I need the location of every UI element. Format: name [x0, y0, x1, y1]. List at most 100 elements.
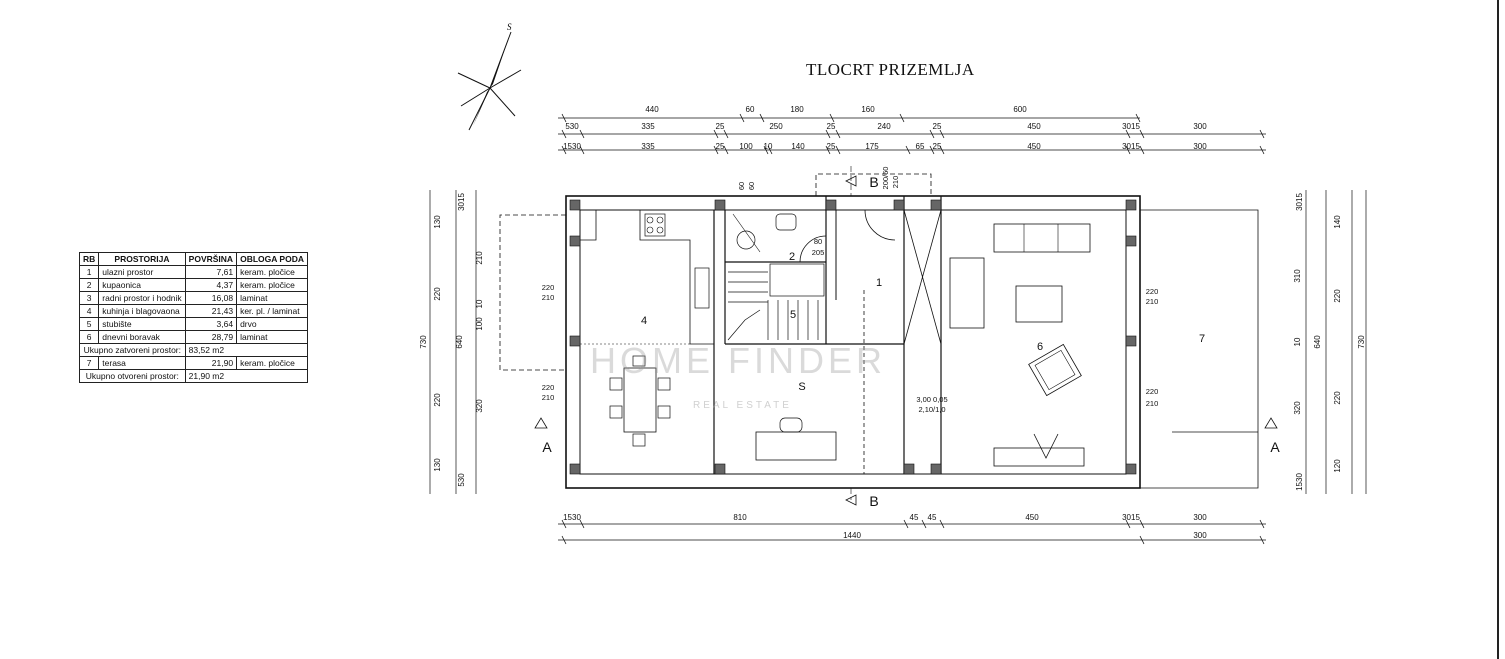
dim-label: 640: [1313, 335, 1322, 349]
dim-label: 530: [457, 473, 466, 487]
section-label-a-right: A: [1270, 439, 1280, 455]
watermark-sub: REAL ESTATE: [693, 400, 792, 411]
dim-label: 3015: [1295, 193, 1304, 211]
dim-label: 300: [1193, 142, 1207, 151]
compass-icon: S: [457, 22, 522, 131]
dim-label: 45: [910, 513, 919, 522]
opening-label: 210: [542, 393, 555, 402]
dim-label: 335: [641, 142, 655, 151]
watermark: HOME FINDER: [590, 340, 886, 381]
opening-label: 210: [891, 176, 900, 189]
dim-label: 1530: [563, 142, 581, 151]
dim-label: 320: [475, 399, 484, 413]
dim-label: 25: [933, 122, 942, 131]
open-total-row: Ukupno otvoreni prostor: 21,90 m2: [79, 369, 309, 383]
dim-label: 210: [475, 251, 484, 265]
dim-label: 640: [455, 335, 464, 349]
dim-label: 140: [791, 142, 805, 151]
opening-label: 60: [747, 182, 756, 190]
room-number-4: 4: [641, 315, 647, 327]
dim-label: 25: [716, 122, 725, 131]
dim-label: 1440: [843, 531, 861, 540]
section-label-b-bottom: B: [869, 493, 878, 509]
dim-label: 130: [433, 458, 442, 472]
dim-label: 450: [1027, 142, 1041, 151]
dim-label: 3015: [457, 193, 466, 211]
opening-label: 220: [542, 283, 555, 292]
dim-label: 1530: [1295, 473, 1304, 491]
dim-label: 3015: [1122, 122, 1140, 131]
dim-label: 3015: [1122, 513, 1140, 522]
dim-label: 220: [1333, 289, 1342, 303]
room-number-1: 1: [876, 277, 882, 289]
dim-label: 3015: [1122, 142, 1140, 151]
dim-label: 10: [475, 299, 484, 308]
opening-label: 80: [814, 237, 822, 246]
opening-label: 220: [1146, 287, 1159, 296]
dim-label: 25: [827, 142, 836, 151]
dim-label: 180: [790, 105, 804, 114]
drawing-title: TLOCRT PRIZEMLJA: [806, 60, 975, 79]
opening-label: 2,10/1,0: [918, 405, 945, 414]
dim-label: 250: [769, 122, 783, 131]
room-number-5: 5: [790, 309, 796, 321]
dim-label: 220: [1333, 391, 1342, 405]
dim-label: 45: [928, 513, 937, 522]
dim-label: 120: [1333, 459, 1342, 473]
room-number-6: 6: [1037, 341, 1043, 353]
table-row: 7 terasa 21,90 keram. pločice: [78, 356, 308, 370]
page-border: [1497, 0, 1499, 659]
dim-label: 160: [861, 105, 875, 114]
dim-label: 300: [1193, 531, 1207, 540]
opening-label: 220: [542, 383, 555, 392]
dim-label: 810: [733, 513, 747, 522]
dim-label: 25: [827, 122, 836, 131]
dim-label: 440: [645, 105, 659, 114]
opening-label: 60: [737, 182, 746, 190]
opening-label: 205: [812, 248, 825, 257]
table-row: 5 stubište 3,64 drvo: [78, 317, 308, 331]
opening-label: 200/60: [881, 167, 890, 190]
dim-label: 310: [1293, 269, 1302, 283]
dim-label: 25: [716, 142, 725, 151]
dim-label: 10: [764, 142, 773, 151]
room-number-2: 2: [789, 251, 795, 263]
room-number-7: 7: [1199, 333, 1205, 345]
dim-label: 60: [746, 105, 755, 114]
dim-label: 130: [433, 215, 442, 229]
dim-label: 65: [916, 142, 925, 151]
opening-label: 210: [1146, 399, 1159, 408]
section-label-b-top: B: [869, 174, 878, 190]
opening-label: 210: [1146, 297, 1159, 306]
north-label: S: [507, 22, 512, 32]
dim-label: 100: [739, 142, 753, 151]
section-label-a-left: A: [542, 439, 552, 455]
dim-label: 25: [933, 142, 942, 151]
dim-label: 335: [641, 122, 655, 131]
dim-label: 220: [433, 393, 442, 407]
dim-label: 240: [877, 122, 891, 131]
dim-label: 1530: [563, 513, 581, 522]
dim-label: 300: [1193, 513, 1207, 522]
dim-label: 450: [1027, 122, 1041, 131]
dim-label: 220: [433, 287, 442, 301]
opening-label: 220: [1146, 387, 1159, 396]
dim-label: 300: [1193, 122, 1207, 131]
opening-label: 3,00 0,05: [916, 395, 947, 404]
dim-label: 450: [1025, 513, 1039, 522]
dim-label: 600: [1013, 105, 1027, 114]
dim-label: 100: [475, 317, 484, 331]
dim-label: 530: [565, 122, 579, 131]
opening-label: 210: [542, 293, 555, 302]
table-row: 6 dnevni boravak 28,79 laminat: [78, 330, 308, 344]
outer-wall: [565, 195, 1141, 489]
room-number-s: S: [798, 381, 805, 393]
dim-label: 175: [865, 142, 879, 151]
table-row: 3 radni prostor i hodnik 16,08 laminat: [78, 291, 308, 305]
dim-label: 140: [1333, 215, 1342, 229]
room-table: RB PROSTORIJA POVRŠINA OBLOGA PODA 1 ula…: [78, 252, 309, 383]
dim-label: 320: [1293, 401, 1302, 415]
dim-label: 730: [1357, 335, 1366, 349]
dim-label: 10: [1293, 337, 1302, 346]
